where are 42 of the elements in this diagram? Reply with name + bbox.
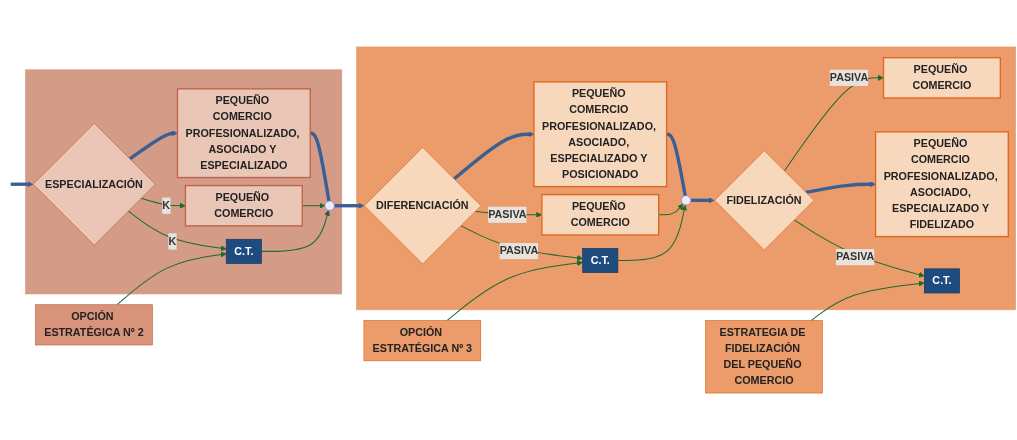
arrow xyxy=(690,197,715,204)
arrow xyxy=(260,210,330,252)
arrow xyxy=(10,181,34,188)
node-box: ESTRATEGIA DE FIDELIZACIÓN DEL PEQUEÑO COMERCIO xyxy=(705,320,823,394)
arrow xyxy=(127,210,227,252)
arrow xyxy=(810,280,925,322)
node-box: C.T. xyxy=(923,268,960,294)
node-box: PEQUEÑO COMERCIO xyxy=(541,194,660,236)
arrow xyxy=(460,225,583,261)
node-box: OPCIÓN ESTRATÉGICA Nº 2 xyxy=(35,304,153,346)
edge-label: PASIVA xyxy=(488,208,527,221)
arrow xyxy=(617,204,687,261)
edge-label: K xyxy=(162,199,171,212)
node-diamond: FIDELIZACIÓN xyxy=(714,150,815,251)
arrow xyxy=(333,202,365,209)
node-box: PEQUEÑO COMERCIO xyxy=(882,57,1001,99)
arrow xyxy=(783,74,884,172)
arrow xyxy=(793,219,925,278)
arrow xyxy=(658,203,684,216)
node-box: OPCIÓN ESTRATÉGICA Nº 3 xyxy=(363,320,482,362)
cluster xyxy=(25,69,343,295)
edge-label: PASIVA xyxy=(835,251,875,263)
node-box: PEQUEÑO COMERCIO xyxy=(184,184,303,227)
node-circle xyxy=(324,200,335,211)
cluster xyxy=(356,46,1016,311)
connector xyxy=(666,132,687,197)
node-diamond: ESPECIALIZACIÓN xyxy=(32,122,156,246)
arrow xyxy=(116,251,227,306)
edge-label: PASIVA xyxy=(499,245,539,257)
node-box: C.T. xyxy=(582,248,619,273)
node-box: C.T. xyxy=(225,238,262,264)
node-circle xyxy=(681,195,692,206)
node-box: PEQUEÑO COMERCIO PROFESIONALIZADO, ASOCIADO, ESPECIALIZADO Y FIDELIZADO xyxy=(874,131,1009,238)
node-box: PEQUEÑO COMERCIO PROFESIONALIZADO, ASOCIADO Y ESPECIALIZADO xyxy=(176,88,311,179)
edge-label: K xyxy=(168,235,177,247)
node-box: PEQUEÑO COMERCIO PROFESIONALIZADO, ASOCIADO, ESPECIALIZADO Y POSICIONADO xyxy=(533,81,668,188)
edge-label: PASIVA xyxy=(829,71,869,84)
node-diamond: DIFERENCIACIÓN xyxy=(364,147,482,265)
arrow xyxy=(140,197,186,209)
arrow xyxy=(128,130,178,161)
arrow xyxy=(805,181,876,195)
arrow xyxy=(446,260,583,322)
